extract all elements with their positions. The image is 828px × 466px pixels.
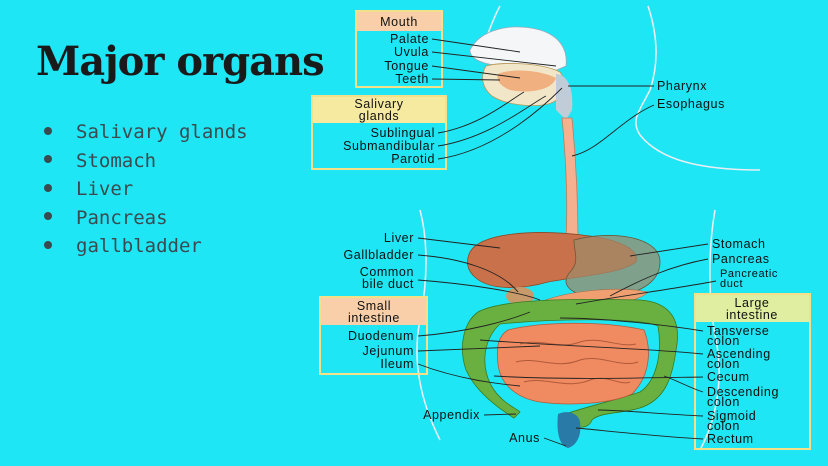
- leader-duodenum: [417, 311, 531, 337]
- large-intestine-header-line1: Large: [735, 296, 770, 310]
- leader-liver: [417, 237, 501, 249]
- bullet-text: Pancreas: [76, 206, 168, 229]
- leader-stomach: [629, 243, 709, 257]
- label-common-bile-duct-line1: Common: [360, 265, 414, 279]
- mouth-box: Mouth Palate Uvula Tongue Teeth: [355, 10, 443, 88]
- leader-teeth: [431, 78, 501, 81]
- label-uvula: Uvula: [394, 45, 429, 59]
- mouth-header: Mouth: [380, 15, 418, 29]
- label-submandibular: Submandibular: [343, 139, 435, 153]
- label-palate: Palate: [390, 32, 429, 46]
- large-intestine-shape: [462, 298, 678, 428]
- label-pancreas: Pancreas: [712, 252, 770, 266]
- leader-rectum: [575, 427, 704, 440]
- label-parotid: Parotid: [391, 152, 435, 166]
- small-intestine-header-line2: intestine: [348, 311, 400, 325]
- label-rectum: Rectum: [707, 432, 754, 446]
- bullet-text: Salivary glands: [76, 121, 248, 143]
- small-intestine-box: Small intestine Duodenum Jejunum Ileum: [319, 296, 428, 375]
- salivary-header-line1: Salivary: [354, 97, 403, 111]
- stomach-shape: [565, 235, 661, 298]
- esophagus-shape: [561, 117, 579, 243]
- label-cecum: Cecum: [707, 370, 750, 384]
- label-sublingual: Sublingual: [371, 126, 435, 140]
- leader-gallbladder: [417, 254, 519, 293]
- bullet-dot: [44, 183, 52, 192]
- leader-ascending-colon: [479, 339, 704, 355]
- label-transverse-colon-line1: Tansverse: [707, 324, 769, 338]
- intestine-folds: [515, 339, 639, 385]
- bullet-dot: [44, 126, 52, 135]
- leader-esophagus: [571, 104, 655, 157]
- bullet-dot: [44, 155, 52, 164]
- leader-submandibular: [437, 95, 547, 147]
- label-pancreatic-duct-line2: duct: [720, 278, 743, 290]
- small-intestine-header-line1: Small: [357, 299, 391, 313]
- leader-tongue: [431, 65, 521, 79]
- label-stomach: Stomach: [712, 237, 766, 251]
- bullet-dot: [44, 240, 52, 249]
- label-common-bile-duct-line2: bile duct: [362, 277, 414, 291]
- leader-sublingual: [437, 91, 525, 134]
- bullet-list: Salivary glands Stomach Liver Pancreas g…: [44, 118, 248, 261]
- label-ileum: Ileum: [380, 357, 414, 371]
- label-descending-colon-line1: Descending: [707, 385, 779, 399]
- leader-uvula: [431, 51, 557, 67]
- label-pancreatic-duct-line1: Pancreatic: [720, 268, 778, 280]
- leader-pancreatic-duct: [575, 280, 717, 305]
- label-sigmoid-colon-line1: Sigmoid: [707, 409, 756, 423]
- pharynx-shape: [556, 74, 573, 120]
- label-liver: Liver: [384, 231, 414, 245]
- label-tongue: Tongue: [384, 59, 429, 73]
- bullet-item: Stomach: [44, 147, 248, 176]
- leader-jejunum: [417, 345, 541, 352]
- bullet-item: Liver: [44, 175, 248, 204]
- bullet-text: gallbladder: [76, 235, 202, 258]
- leader-cecum: [493, 375, 704, 379]
- leader-pancreas: [609, 258, 709, 297]
- salivary-header-line2: glands: [359, 109, 399, 123]
- label-appendix: Appendix: [423, 408, 480, 422]
- label-sigmoid-colon-line2: colon: [707, 419, 740, 433]
- leader-descending-colon: [663, 375, 704, 393]
- label-jejunum: Jejunum: [363, 344, 414, 358]
- label-ascending-colon-line2: colon: [707, 357, 740, 371]
- tongue: [497, 70, 556, 92]
- leader-palate: [431, 38, 521, 53]
- leader-sigmoid-colon: [597, 409, 704, 417]
- slide-title: Major organs: [36, 38, 325, 85]
- leader-ileum: [417, 363, 521, 387]
- bullet-text: Stomach: [76, 149, 157, 172]
- leader-appendix: [483, 413, 517, 416]
- label-gallbladder: Gallbladder: [343, 248, 414, 262]
- label-teeth: Teeth: [395, 72, 429, 86]
- large-intestine-box: Large intestine Tansverse colon Ascendin…: [694, 293, 811, 450]
- leader-anus: [543, 437, 567, 447]
- label-transverse-colon-line2: colon: [707, 334, 740, 348]
- rectum-shape: [557, 412, 581, 448]
- label-pharynx: Pharynx: [657, 79, 707, 93]
- leader-common-bile-duct: [417, 279, 541, 301]
- bullet-text: Liver: [76, 178, 134, 201]
- label-ascending-colon-line1: Ascending: [707, 347, 771, 361]
- bullet-dot: [44, 212, 52, 221]
- salivary-glands-box: Salivary glands Sublingual Submandibular…: [311, 95, 447, 170]
- bullet-item: gallbladder: [44, 232, 248, 261]
- label-esophagus: Esophagus: [657, 97, 725, 111]
- leader-transverse-colon: [559, 317, 704, 332]
- label-duodenum: Duodenum: [348, 329, 414, 343]
- leader-parotid: [437, 87, 563, 160]
- head-cavity: [469, 26, 567, 73]
- label-descending-colon-line2: colon: [707, 395, 740, 409]
- large-intestine-header-line2: intestine: [726, 308, 778, 322]
- bullet-item: Salivary glands: [44, 118, 248, 147]
- label-anus: Anus: [509, 431, 540, 445]
- bullet-item: Pancreas: [44, 204, 248, 233]
- gallbladder-shape: [506, 287, 534, 305]
